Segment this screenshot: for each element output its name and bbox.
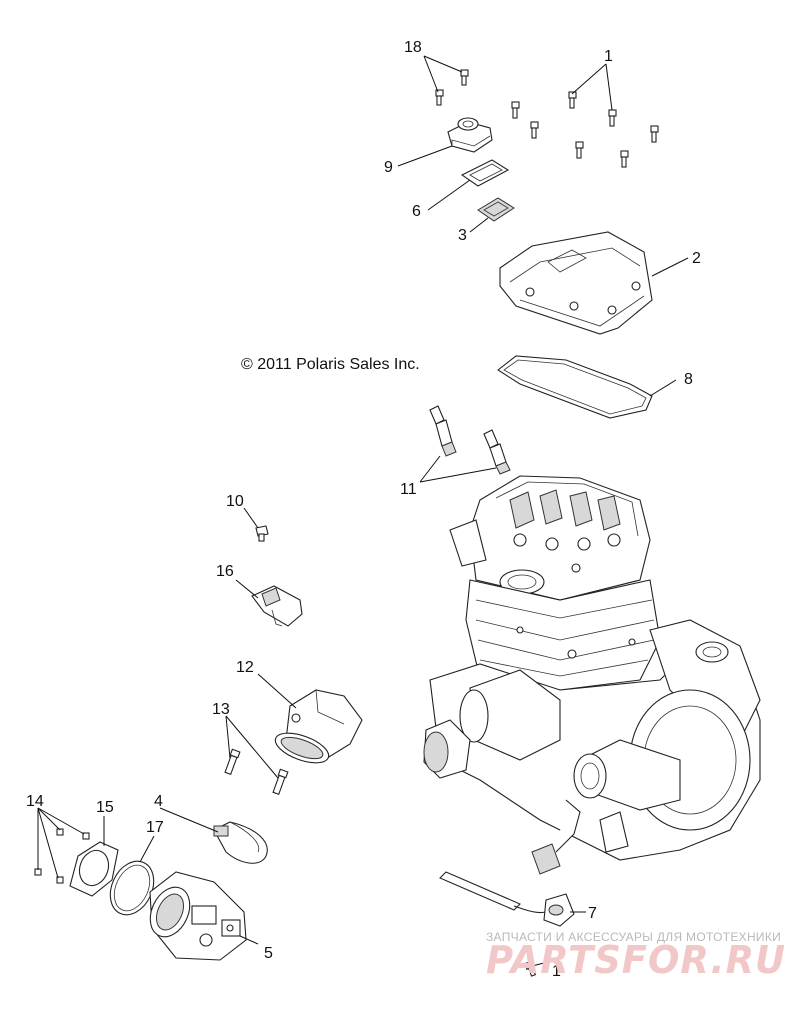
- callout-4: 4: [154, 793, 163, 810]
- callout-17: 17: [146, 819, 164, 836]
- callout-11: 11: [400, 481, 417, 498]
- callout-9: 9: [384, 159, 393, 176]
- bolt-1-bottom: [524, 960, 537, 977]
- callout-1-top: 1: [604, 48, 613, 65]
- callout-15: 15: [96, 799, 114, 816]
- callout-12: 12: [236, 659, 254, 676]
- bolt-10: [255, 525, 269, 542]
- leader-lines: [37, 55, 689, 967]
- map-sensor: [251, 585, 303, 627]
- watermark-brand: PARTSFOR.RU: [486, 938, 786, 982]
- hose-clamp: [213, 821, 268, 864]
- spark-plug-1: [429, 405, 457, 457]
- callout-13: 13: [212, 701, 230, 718]
- callout-8: 8: [684, 371, 693, 388]
- callout-14: 14: [26, 793, 44, 810]
- valve-cover: [499, 231, 653, 335]
- bolt-group-13: [224, 748, 289, 796]
- throttle-body: [149, 871, 247, 961]
- spark-plug-2: [483, 429, 511, 475]
- watermark: ЗАПЧАСТИ И АКСЕССУАРЫ ДЛЯ МОТОТЕХНИКИ PA…: [486, 930, 786, 982]
- callout-10: 10: [226, 493, 244, 510]
- bolt-group-1: [511, 91, 659, 168]
- callout-18: 18: [404, 39, 422, 56]
- flange-gasket: [69, 841, 119, 897]
- speed-sensor: [439, 871, 575, 927]
- engine-assembly: [423, 475, 761, 875]
- callout-labels: 18 1 2 9 6 3 8 11 10 16 12 13 14 15 4 17…: [26, 39, 701, 980]
- callout-1-bottom: 1: [552, 963, 561, 980]
- valve-cover-gasket: [497, 355, 653, 419]
- breather-gasket: [460, 159, 510, 187]
- callout-16: 16: [216, 563, 234, 580]
- callout-7: 7: [588, 905, 597, 922]
- bolt-group-18: [435, 69, 469, 106]
- copyright-text: © 2011 Polaris Sales Inc.: [241, 356, 420, 373]
- breather-housing: [447, 117, 493, 153]
- callout-5: 5: [264, 945, 273, 962]
- breather-filter: [477, 197, 515, 222]
- intake-adapter: [274, 689, 363, 764]
- watermark-tagline: ЗАПЧАСТИ И АКСЕССУАРЫ ДЛЯ МОТОТЕХНИКИ: [486, 930, 781, 944]
- callout-2: 2: [692, 250, 701, 267]
- callout-3: 3: [458, 227, 467, 244]
- callout-6: 6: [412, 203, 421, 220]
